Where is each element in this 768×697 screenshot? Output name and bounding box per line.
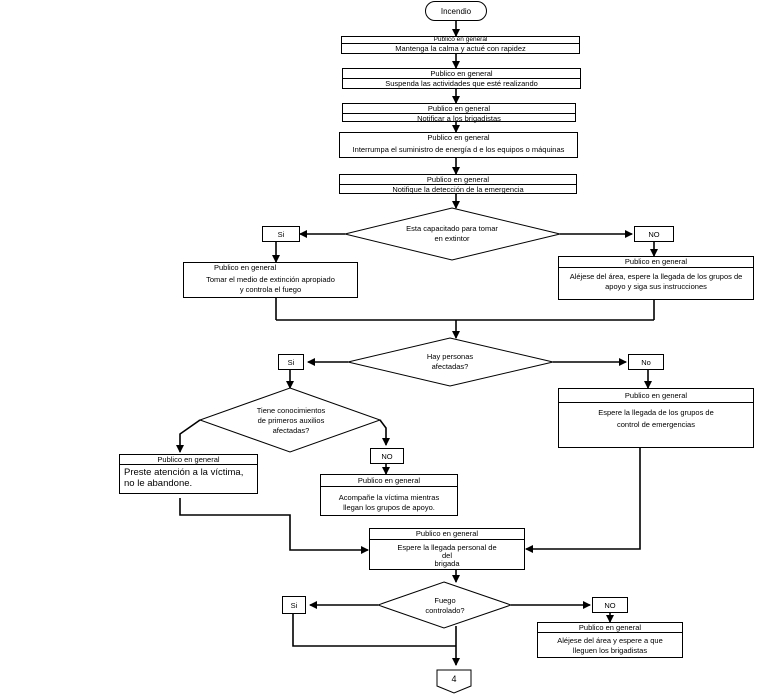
- yes-label: Si: [278, 354, 304, 370]
- step-keep-calm: Publico en general Mantenga la calma y a…: [341, 36, 580, 54]
- group-label: Publico en general: [559, 389, 753, 403]
- step-text: Notifique la detección de la emergencia: [392, 185, 524, 194]
- action-text: Aléjese del área, espere la llegada de l…: [569, 272, 743, 291]
- step-notify-detection: Publico en general Notifique la detecció…: [339, 174, 577, 194]
- decision-extinguisher-text: Esta capacitado para tomar en extintor: [406, 224, 498, 243]
- group-label: Publico en general: [370, 529, 524, 540]
- decision-first-aid-text: Tiene conocimientos de primeros auxilios…: [256, 406, 326, 435]
- decision-affected-text: Hay personas afectadas?: [426, 352, 474, 371]
- no-label: NO: [634, 226, 674, 242]
- action-wait-brigade: Publico en general Espere la llegada per…: [369, 528, 525, 570]
- no-label: NO: [370, 448, 404, 464]
- step-text: Notificar a los brigadistas: [417, 114, 501, 123]
- action-await-brigadists: Publico en general Aléjese del área y es…: [537, 622, 683, 658]
- start-terminator: Incendio: [425, 1, 487, 21]
- step-suspend-activities: Publico en general Suspenda las activida…: [342, 68, 581, 89]
- group-label: Publico en general: [214, 263, 277, 272]
- action-use-extinguisher: Publico en general Tomar el medio de ext…: [183, 262, 358, 298]
- decision-fire-controlled-text: Fuego controlado?: [425, 596, 465, 615]
- no-label: No: [628, 354, 664, 370]
- step-text: Mantenga la calma y actué con rapidez: [395, 44, 526, 53]
- step-text: Suspenda las actividades que esté realiz…: [385, 79, 538, 88]
- offpage-connector: [436, 669, 472, 694]
- start-label: Incendio: [440, 6, 472, 16]
- action-move-away: Publico en general Aléjese del área, esp…: [558, 256, 754, 300]
- action-attend-victim: Publico en general Preste atención a la …: [119, 454, 258, 494]
- group-label: Publico en general: [559, 257, 753, 268]
- decision-affected-persons: [347, 337, 554, 387]
- no-label: NO: [592, 597, 628, 613]
- yes-label: Si: [282, 596, 306, 614]
- group-label: Publico en general: [120, 455, 257, 465]
- group-label: Publico en general: [321, 475, 457, 487]
- group-label: Publico en general: [343, 104, 575, 114]
- step-text: Interrumpa el suministro de energía d e …: [352, 145, 565, 154]
- decision-first-aid: [198, 387, 382, 453]
- decision-fire-controlled: [376, 581, 513, 629]
- action-wait-control-groups: Publico en general Espere la llegada de …: [558, 388, 754, 448]
- group-label: Publico en general: [343, 69, 580, 79]
- group-label: Publico en general: [342, 36, 579, 44]
- group-label: Publico en general: [340, 175, 576, 185]
- decision-extinguisher: [344, 207, 561, 261]
- group-label: Publico en general: [538, 623, 682, 633]
- action-text: Preste atención a la víctima,no le aband…: [124, 467, 244, 489]
- step-cut-power: Publico en general Interrumpa el suminis…: [339, 132, 578, 158]
- connector-label: 4: [451, 674, 457, 684]
- group-label: Publico en general: [427, 133, 490, 142]
- action-accompany-victim: Publico en general Acompañe la víctima m…: [320, 474, 458, 516]
- step-notify-brigade: Publico en general Notificar a los briga…: [342, 103, 576, 123]
- yes-label: Si: [262, 226, 300, 242]
